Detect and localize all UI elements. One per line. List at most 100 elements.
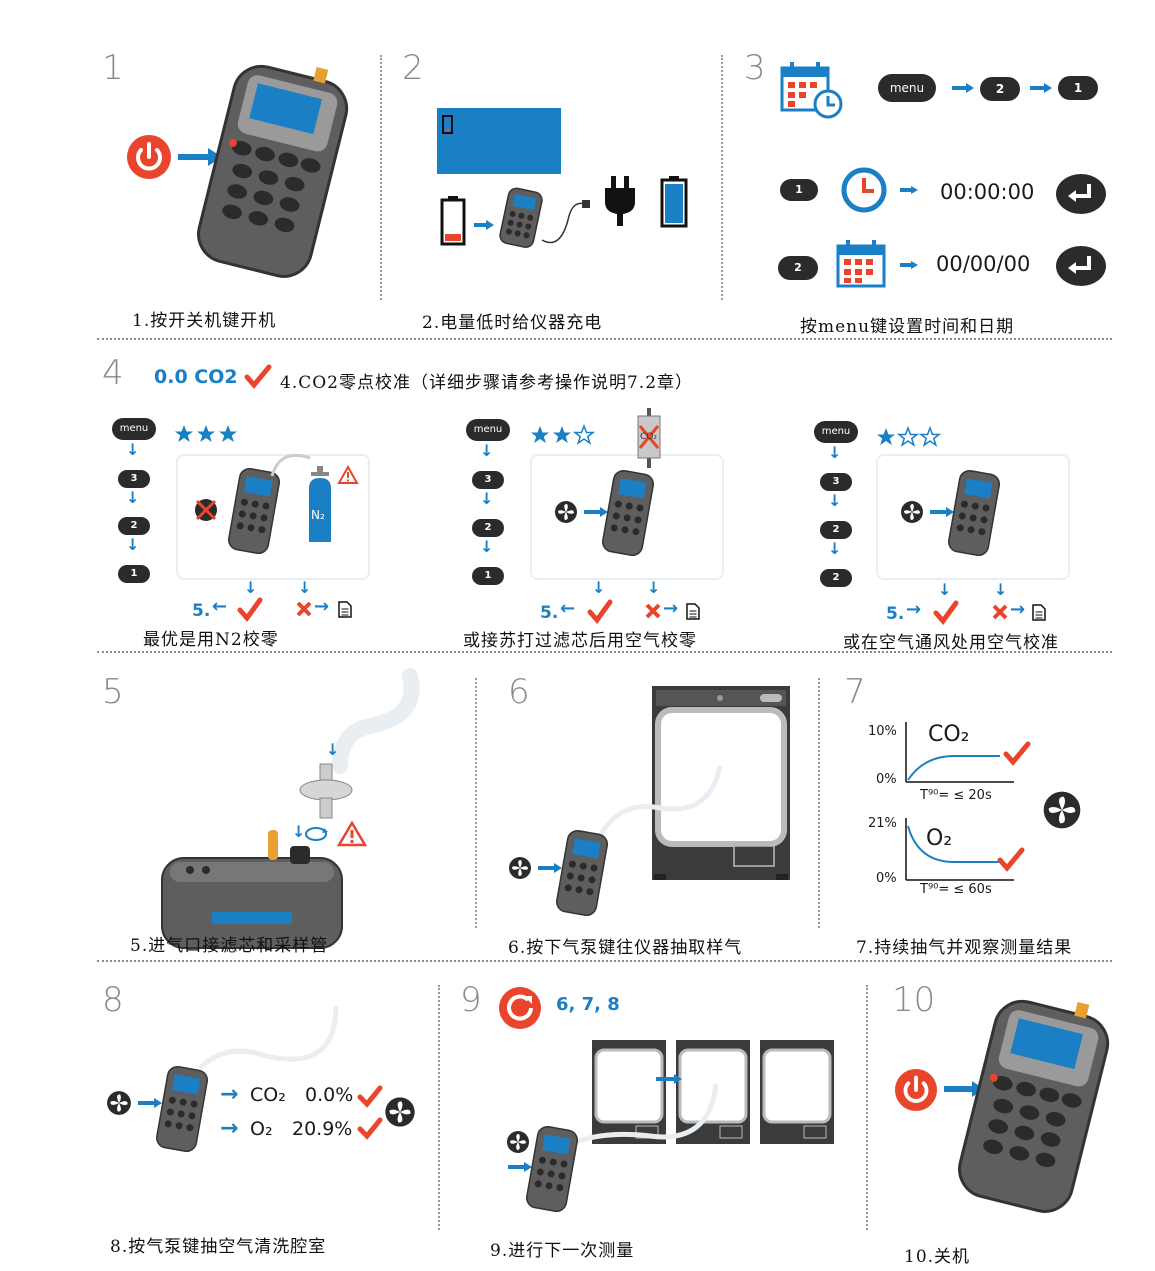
o2-ymin: 0%: [876, 871, 897, 886]
step-10-number: 10: [892, 980, 936, 1020]
sampling-tube: [198, 1005, 339, 1070]
arrow-down-icon: ↓: [244, 578, 258, 597]
arrow-down-icon: ↓: [592, 578, 606, 597]
arrow-right-icon: →: [906, 599, 922, 620]
arrow-down-icon: ↓: [828, 443, 842, 462]
co2-ymax: 10%: [868, 724, 897, 739]
key-1: 1: [780, 179, 818, 201]
device-small-image: [499, 187, 543, 248]
arrow-down-icon: ↓: [994, 580, 1008, 599]
co2-response-curve: [905, 722, 1014, 783]
menu-key: menu: [878, 74, 936, 102]
document-icon: [686, 603, 700, 620]
menu-key: menu: [466, 419, 510, 441]
arrow-icon: [538, 863, 562, 873]
step-6-caption: 6.按下气泵键往仪器抽取样气: [508, 938, 743, 958]
device-small-image: [156, 1065, 208, 1153]
gas-cylinder-icon: [309, 466, 331, 542]
key-3: 3: [118, 470, 150, 488]
key-2: 2: [820, 569, 852, 587]
arrow-icon: [952, 83, 974, 93]
arrow-right-icon: →: [220, 1116, 239, 1141]
arrow-icon: [584, 507, 608, 517]
step-9-number: 9: [460, 980, 482, 1020]
step-2-caption: 2.电量低时给仪器充电: [422, 313, 603, 333]
time-value: 00:00:00: [940, 180, 1035, 204]
arrow-down-icon: ↓: [298, 578, 312, 597]
key-3: 3: [472, 471, 504, 489]
arrow-left-icon: ←: [560, 598, 576, 619]
key-2: 2: [778, 256, 818, 280]
warning-icon: [337, 464, 359, 484]
o2-response-curve: [905, 818, 1014, 881]
device-image: [958, 999, 1110, 1213]
arrow-down-icon: ↓: [647, 578, 661, 597]
document-icon: [338, 601, 352, 618]
check-icon: [933, 600, 959, 626]
arrow-right-icon: →: [314, 596, 330, 617]
arrow-down-icon: ↓: [126, 440, 140, 459]
arrow-down-icon: ↓: [126, 488, 140, 507]
enter-icon: [1056, 246, 1106, 286]
chamber-image: [652, 686, 790, 880]
divider-v-9-10: [866, 985, 868, 1230]
key-1: 1: [472, 567, 504, 585]
arrow-left-icon: ←: [212, 596, 228, 617]
gas-hose: [270, 453, 311, 477]
arrow-right-icon: →: [1010, 599, 1026, 620]
step-5-number: 5: [102, 672, 124, 712]
sampling-tube: [564, 1083, 719, 1149]
device-image: [197, 64, 349, 278]
device-small-image: [228, 467, 280, 555]
o2-ymax: 21%: [868, 816, 897, 831]
power-icon: [894, 1068, 938, 1112]
clock-icon: [841, 167, 887, 213]
arrow-icon: [656, 1074, 682, 1084]
date-value: 00/00/00: [936, 252, 1031, 276]
chamber-image: [676, 1040, 750, 1144]
fan-icon: [555, 501, 577, 523]
device-small-image: [556, 829, 608, 917]
co2-value: 0.0%: [305, 1084, 354, 1106]
divider-h-row1: [97, 338, 1112, 340]
step-7-caption: 7.持续抽气并观察测量结果: [856, 938, 1073, 958]
arrow-down-icon: ↓: [828, 491, 842, 510]
sampling-tube: [597, 765, 723, 838]
arrow-down-icon: ↓: [292, 822, 306, 841]
divider-v-5-6: [475, 678, 477, 928]
divider-v-8-9: [438, 985, 440, 1230]
step-8-number: 8: [102, 980, 124, 1020]
star-icon: [175, 425, 237, 442]
arrow-icon: [474, 220, 494, 230]
cross-icon: [645, 603, 661, 619]
option-b-caption: 或接苏打过滤芯后用空气校零: [463, 631, 697, 651]
fan-icon: [507, 1131, 529, 1153]
check-icon: [997, 847, 1025, 872]
battery-full-icon: [660, 176, 688, 228]
sampling-tube: [332, 668, 420, 774]
go-step-5: 5.: [886, 604, 905, 624]
step-7-number: 7: [844, 672, 866, 712]
arrow-icon: [900, 186, 918, 194]
step-8-caption: 8.按气泵键抽空气清洗腔室: [110, 1237, 327, 1257]
document-icon: [1032, 604, 1046, 621]
go-step-5: 5.: [192, 601, 211, 621]
key-2: 2: [820, 521, 852, 539]
check-icon: [357, 1117, 383, 1140]
o2-t90: T⁹⁰= ≤ 60s: [920, 882, 992, 897]
go-step-5: 5.: [540, 603, 559, 623]
check-icon: [357, 1085, 383, 1108]
o2-label: O₂: [250, 1118, 273, 1140]
step-9-caption: 9.进行下一次测量: [490, 1241, 635, 1261]
step-2-number: 2: [402, 48, 424, 88]
step-4-caption: 4.CO2零点校准（详细步骤请参考操作说明7.2章）: [280, 373, 694, 393]
device-small-image: [526, 1125, 578, 1213]
warning-icon: [336, 820, 368, 847]
n2-label: N₂: [311, 508, 325, 522]
repeat-steps: 6, 7, 8: [556, 994, 620, 1015]
co2-label: CO₂: [928, 722, 970, 747]
key-3: 3: [820, 473, 852, 491]
co2-zero-status: 0.0 CO2: [154, 366, 238, 388]
enter-icon: [1056, 174, 1106, 214]
check-icon: [237, 597, 263, 623]
